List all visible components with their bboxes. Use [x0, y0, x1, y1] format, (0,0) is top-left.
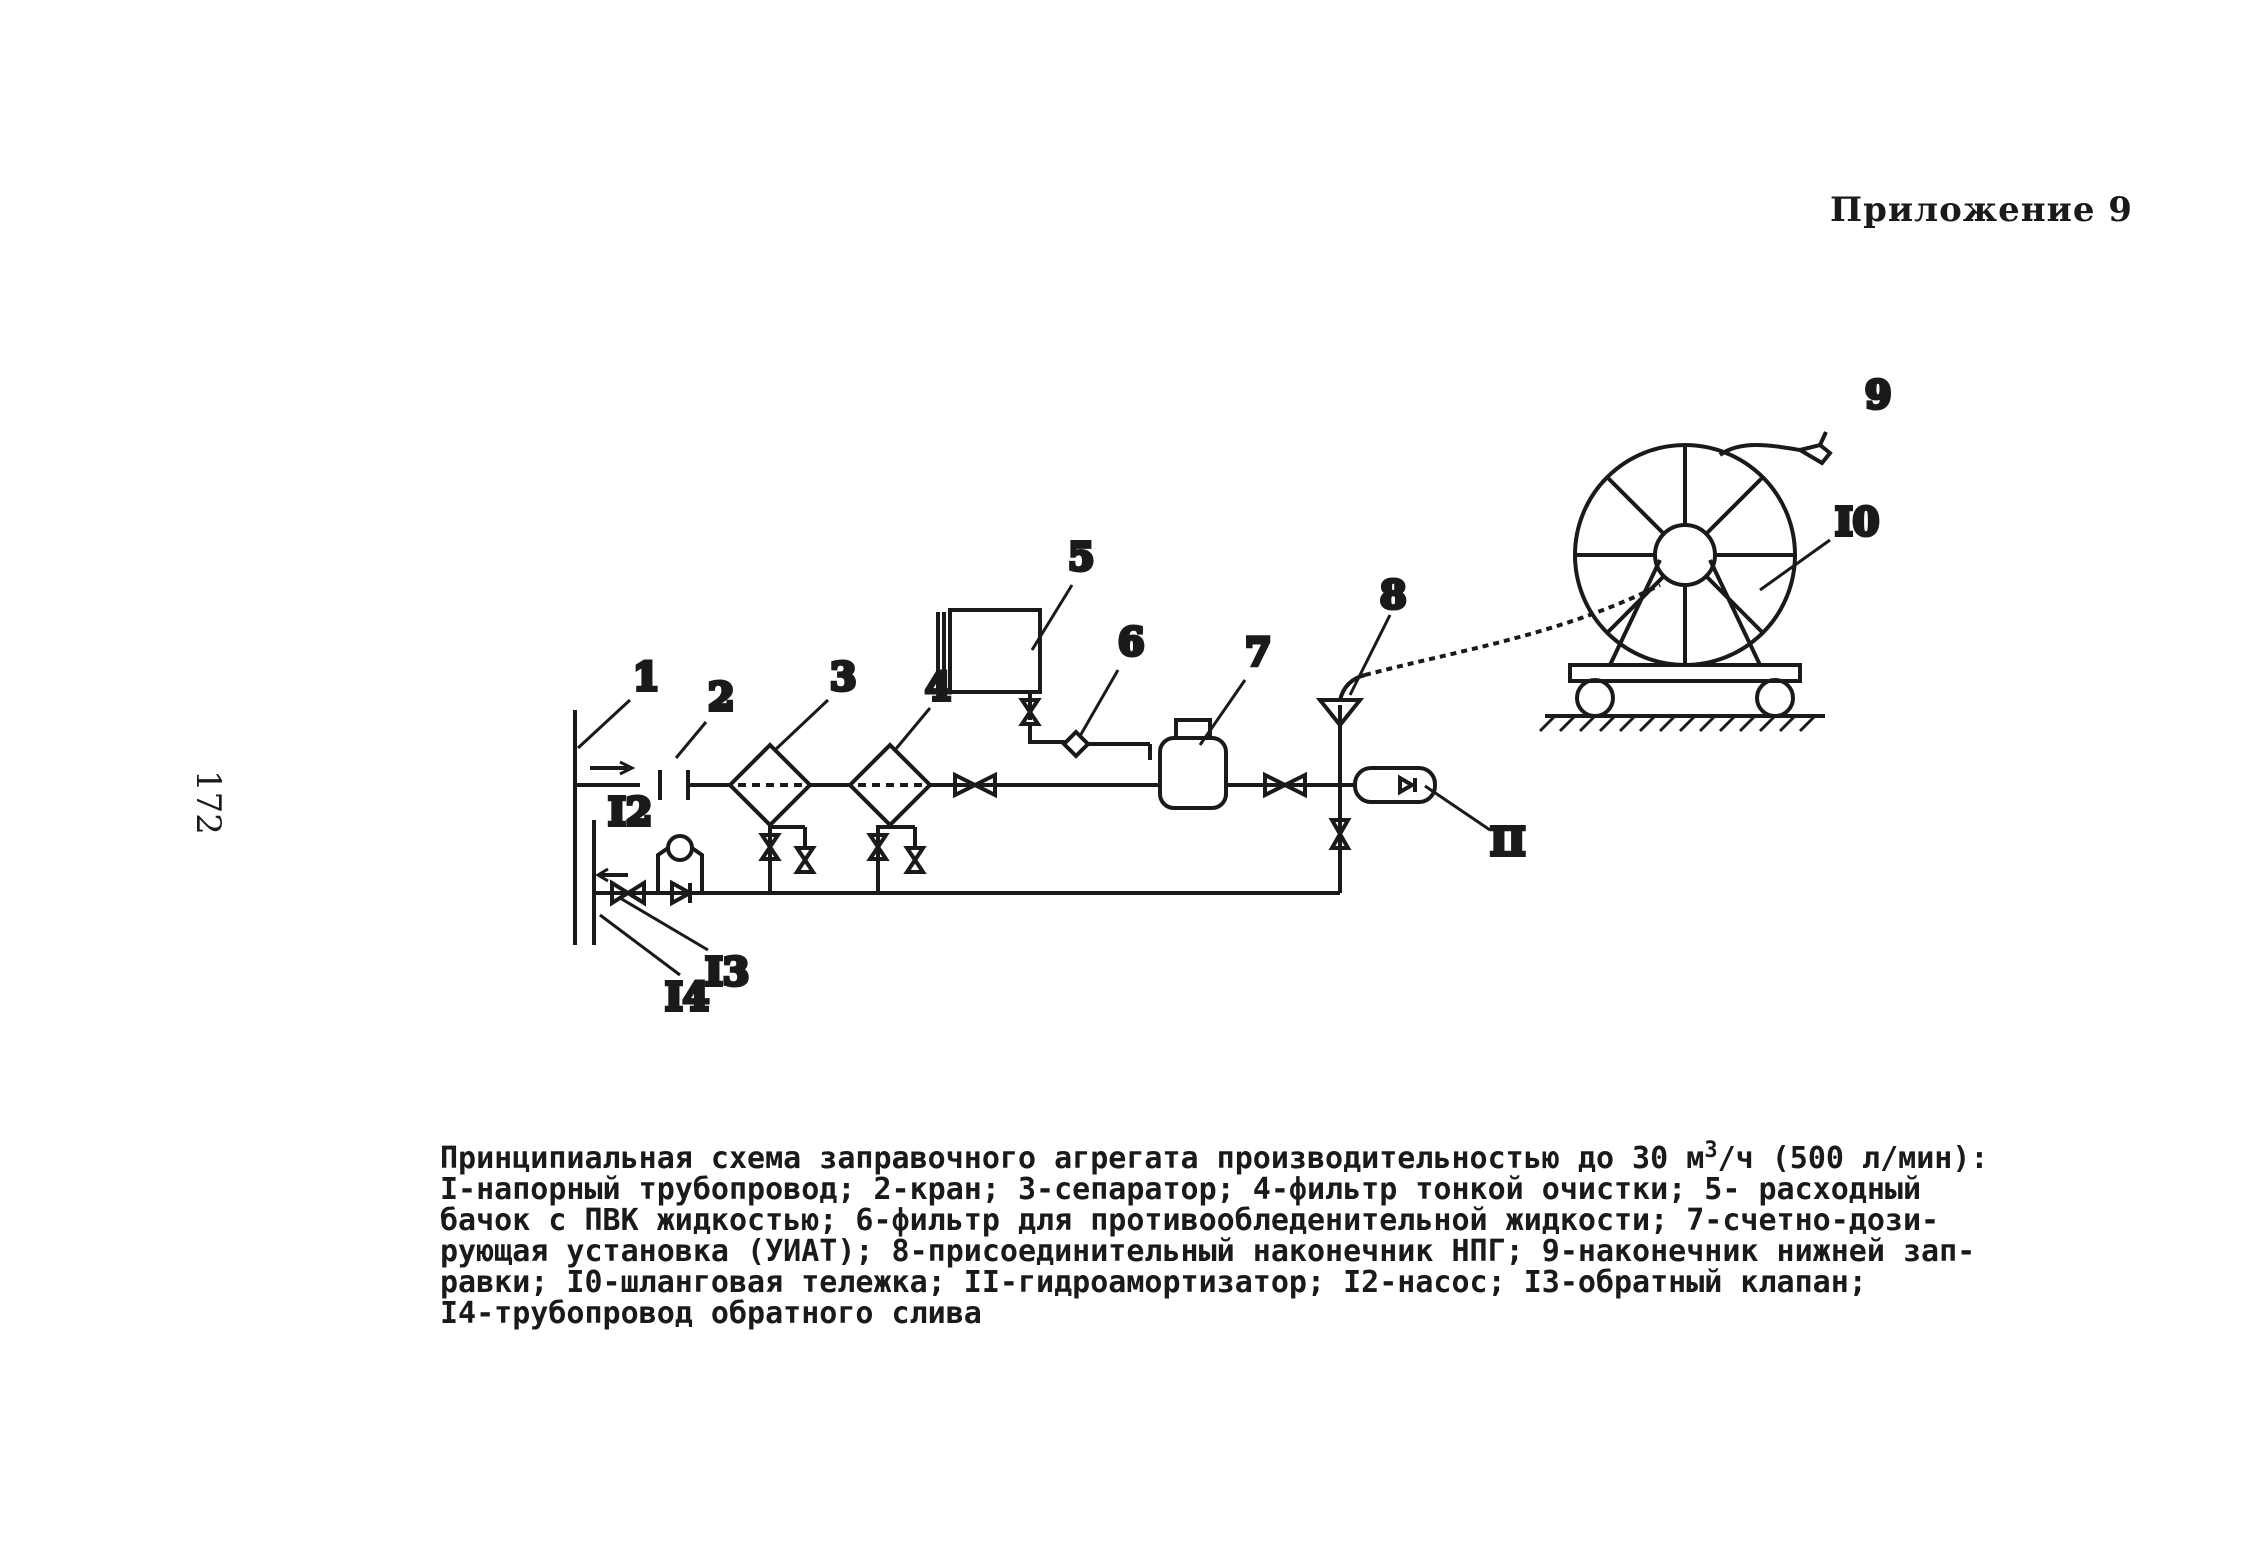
caption-title-superscript: 3 [1704, 1138, 1718, 1163]
label-5: 5 [1068, 534, 1094, 579]
shock-absorber-11 [1340, 766, 1437, 804]
caption-line: I-напорный трубопровод; 2-кран; 3-сепара… [440, 1172, 1922, 1207]
valve-2 [658, 770, 690, 800]
label-12: I2 [608, 789, 652, 834]
label-14: I4 [665, 974, 709, 1019]
figure-caption: Принципиальная схема заправочного агрега… [440, 1135, 2160, 1329]
hose [1364, 583, 1661, 677]
cart [1538, 663, 1825, 733]
pump-12 [656, 834, 704, 893]
label-13: I3 [705, 949, 749, 994]
label-6: 6 [1118, 619, 1144, 664]
label-8: 8 [1380, 572, 1406, 617]
label-3: 3 [830, 654, 856, 699]
caption-line: бачок с ПВК жидкостью; 6-фильтр для прот… [440, 1203, 1940, 1238]
valve-riser [1328, 818, 1352, 850]
caption-line: равки; I0-шланговая тележка; II-гидроамо… [440, 1265, 1867, 1300]
separator-3 [727, 742, 813, 828]
caption-title-main: Принципиальная схема заправочного агрега… [440, 1141, 1705, 1176]
hose-reel-10 [1573, 443, 1801, 667]
label-7: 7 [1245, 629, 1271, 674]
return-pipe [592, 820, 1340, 945]
pressure-pipe [573, 710, 640, 945]
label-4: 4 [925, 664, 951, 709]
caption-title-rest: /ч (500 л/мин): [1717, 1141, 1989, 1176]
connector-nozzle-8 [1315, 673, 1366, 729]
label-1: 1 [633, 654, 659, 699]
drain-valves [758, 825, 927, 893]
leader-lines [576, 538, 1831, 977]
caption-title: Принципиальная схема заправочного агрега… [440, 1135, 2160, 1174]
caption-line: I4-трубопровод обратного слива [440, 1296, 982, 1331]
appendix-heading: Приложение 9 [1830, 190, 2133, 230]
label-10: I0 [1835, 499, 1879, 544]
nozzle-9 [1794, 431, 1833, 466]
valve-main [953, 771, 997, 799]
deicing-filter-6 [1061, 729, 1152, 760]
dosing-unit-7 [1150, 718, 1228, 810]
label-2: 2 [708, 674, 734, 719]
supply-tank-5 [936, 608, 1066, 744]
caption-line: рующая установка (УИАТ); 8-присоединител… [440, 1234, 1976, 1269]
label-11: II [1490, 819, 1526, 864]
label-9: 9 [1865, 372, 1891, 417]
fine-filter-4 [847, 742, 933, 828]
valve-after-7 [1263, 771, 1307, 799]
